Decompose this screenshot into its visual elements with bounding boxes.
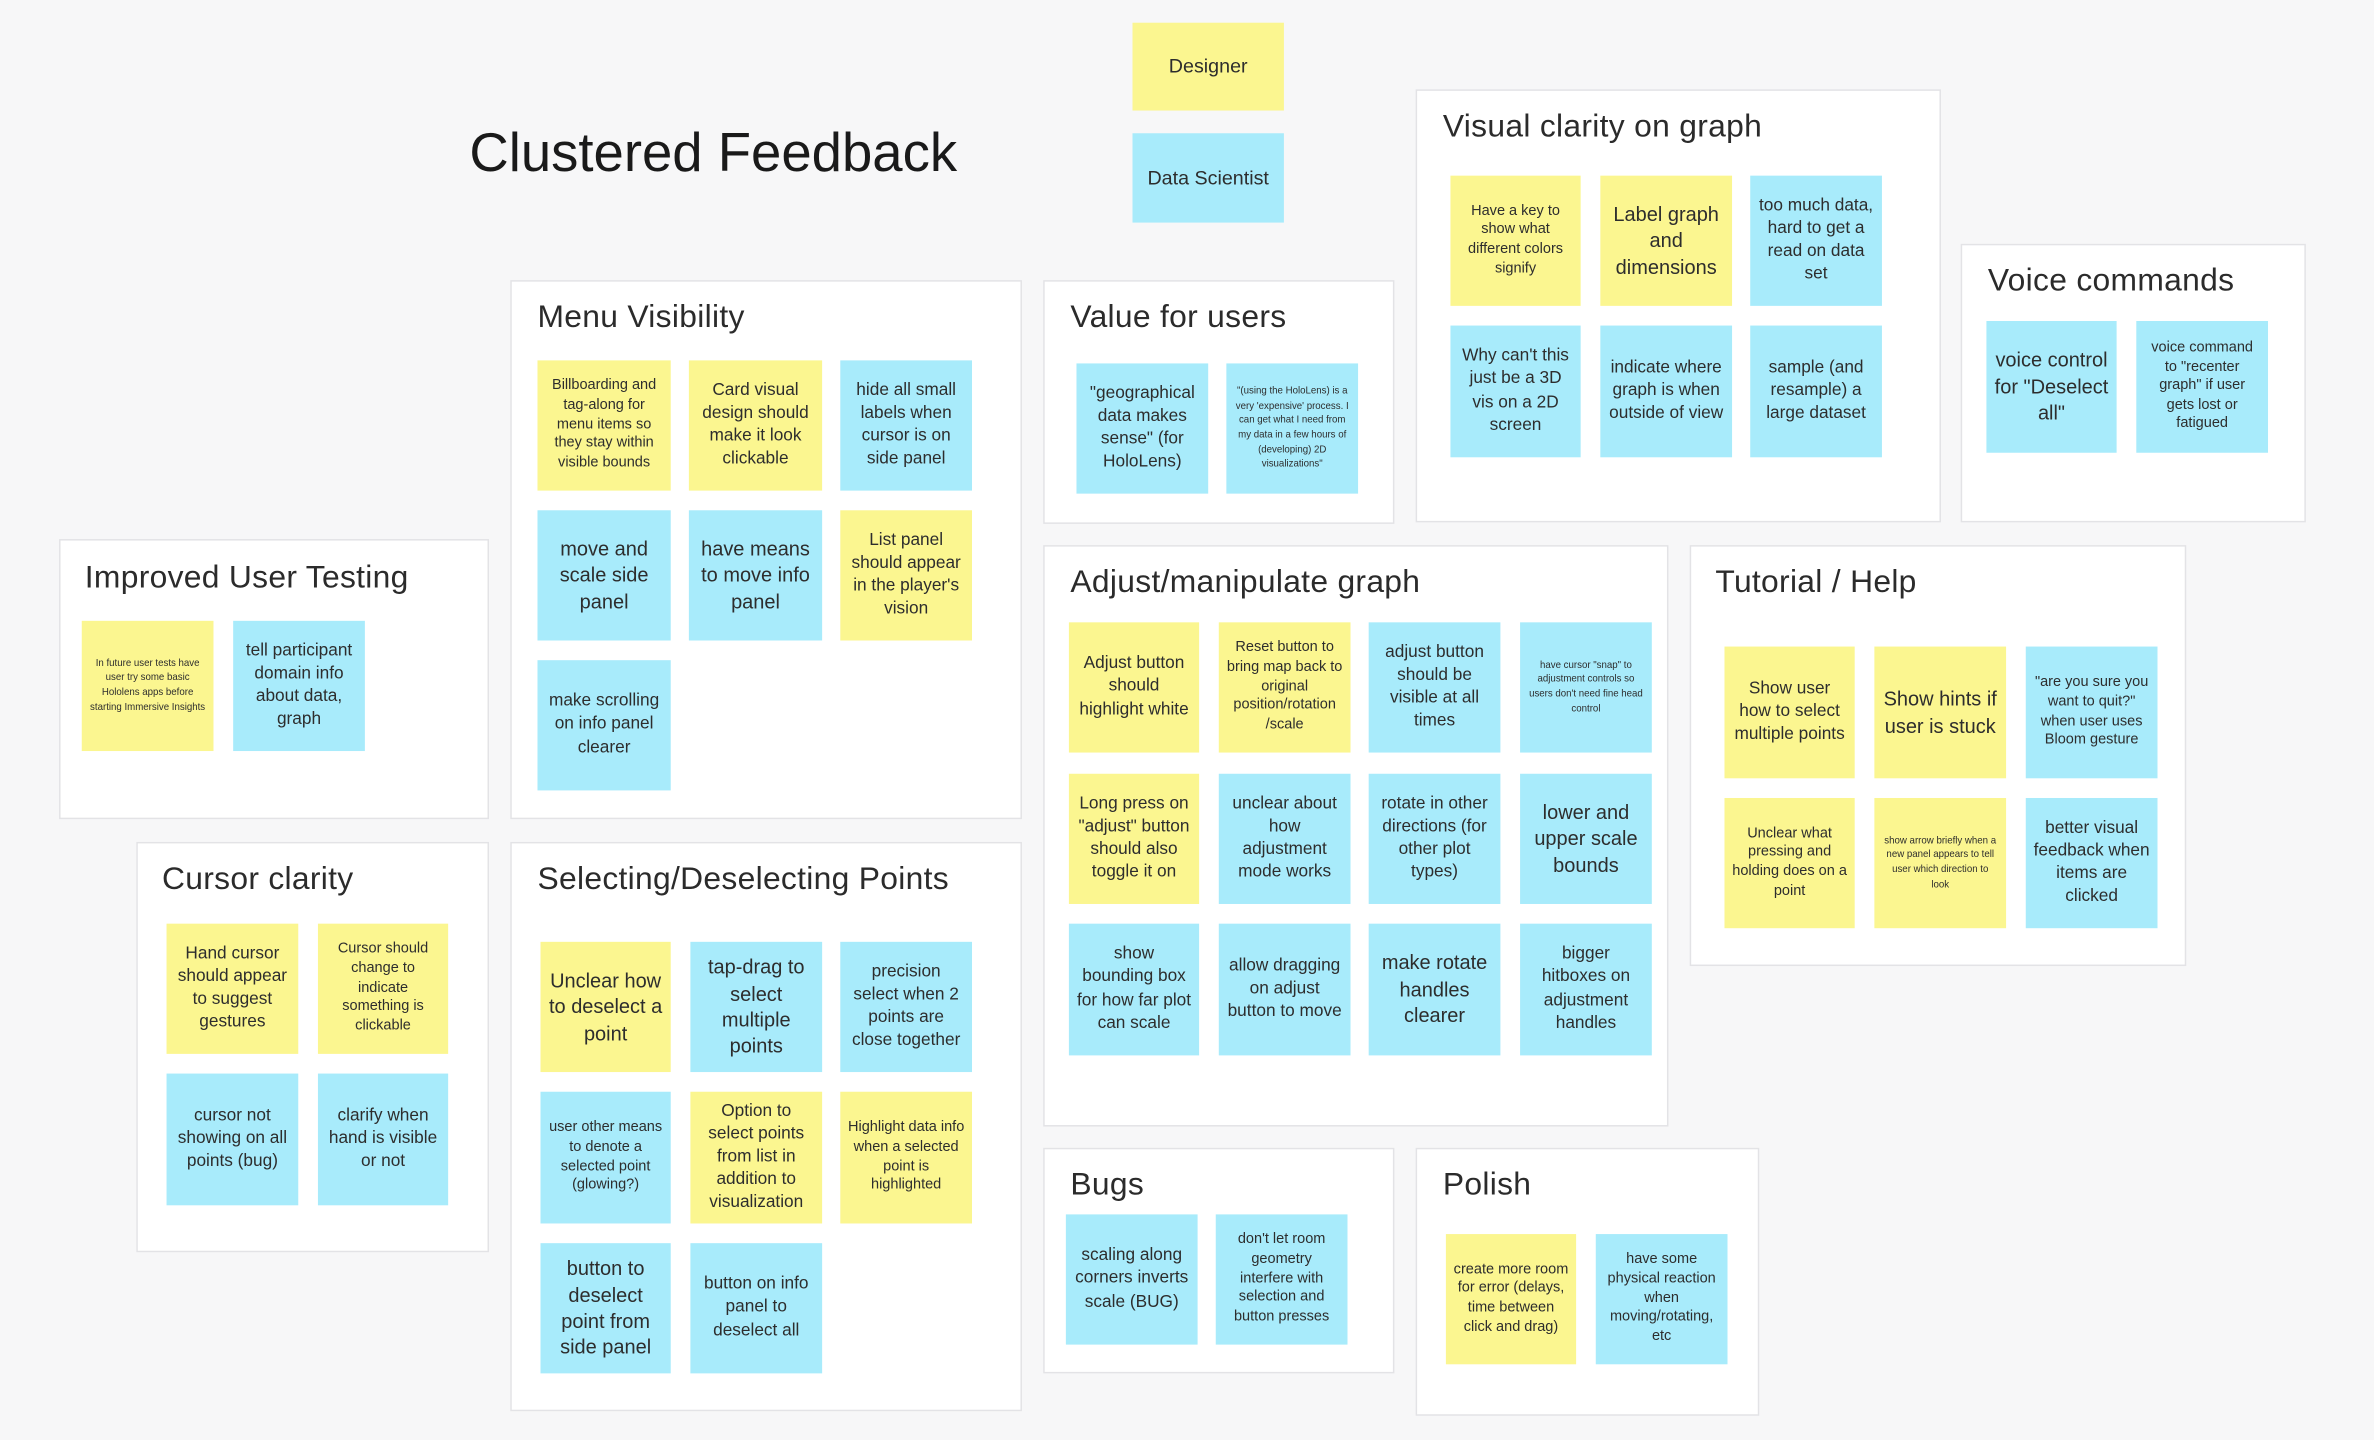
sticky-note[interactable]: adjust button should be visible at all t… [1368,622,1501,753]
sticky-note[interactable]: Unclear how to deselect a point [540,941,671,1073]
sticky-note[interactable]: too much data, hard to get a read on dat… [1750,175,1882,306]
sticky-note[interactable]: make rotate handles clearer [1368,923,1501,1056]
sticky-note[interactable]: better visual feedback when items are cl… [2025,797,2158,929]
cluster-title-menu-visibility: Menu Visibility [537,299,745,335]
cluster-title-cursor-clarity: Cursor clarity [162,861,354,897]
cluster-title-polish: Polish [1442,1167,1532,1203]
sticky-note[interactable]: hide all small labels when cursor is on … [840,360,973,491]
sticky-note[interactable]: Highlight data info when a selected poin… [840,1091,973,1224]
sticky-note[interactable]: clarify when hand is visible or not [317,1073,449,1206]
sticky-note[interactable]: indicate where graph is when outside of … [1600,325,1733,458]
cluster-title-adjust-manipulate-graph: Adjust/manipulate graph [1070,564,1421,600]
sticky-note[interactable]: tap-drag to select multiple points [690,941,823,1073]
cluster-title-selecting-deselecting-points: Selecting/Deselecting Points [537,861,949,897]
sticky-note[interactable]: sample (and resample) a large dataset [1750,325,1882,458]
sticky-note[interactable]: scaling along corners inverts scale (BUG… [1065,1214,1198,1345]
sticky-note[interactable]: "geographical data makes sense" (for Hol… [1076,363,1209,494]
sticky-note[interactable]: make scrolling on info panel clearer [537,660,671,791]
sticky-note[interactable]: Adjust button should highlight white [1068,622,1200,753]
sticky-note[interactable]: user other means to denote a selected po… [540,1091,671,1224]
sticky-note[interactable]: lower and upper scale bounds [1520,773,1652,904]
sticky-note[interactable]: Show hints if user is stuck [1874,646,2007,779]
sticky-note[interactable]: show bounding box for how far plot can s… [1068,923,1200,1056]
sticky-note[interactable]: move and scale side panel [537,510,671,641]
cluster-title-voice-commands: Voice commands [1987,263,2235,299]
sticky-note[interactable]: Long press on "adjust" button should als… [1068,773,1200,904]
cluster-title-tutorial-help: Tutorial / Help [1715,564,1917,600]
sticky-note[interactable]: Unclear what pressing and holding does o… [1724,797,1855,929]
board-title: Clustered Feedback [469,121,958,184]
sticky-note[interactable]: create more room for error (delays, time… [1445,1234,1577,1365]
cluster-title-bugs: Bugs [1070,1167,1145,1203]
sticky-note[interactable]: show arrow briefly when a new panel appe… [1874,797,2007,929]
sticky-note[interactable]: have cursor "snap" to adjustment control… [1520,622,1652,753]
sticky-note[interactable]: Cursor should change to indicate somethi… [317,923,449,1054]
legend-designer-note[interactable]: Designer [1132,22,1284,111]
sticky-note[interactable]: button to deselect point from side panel [540,1243,671,1374]
sticky-note[interactable]: button on info panel to deselect all [690,1243,823,1374]
sticky-note[interactable]: Hand cursor should appear to suggest ges… [166,923,299,1054]
sticky-note[interactable]: voice command to "recenter graph" if use… [2136,321,2269,453]
sticky-note[interactable]: rotate in other directions (for other pl… [1368,773,1501,904]
sticky-note[interactable]: have some physical reaction when moving/… [1595,1234,1728,1365]
sticky-note[interactable]: voice control for "Deselect all" [1986,321,2117,453]
sticky-note[interactable]: precision select when 2 points are close… [840,941,973,1073]
sticky-note[interactable]: Option to select points from list in add… [690,1091,823,1224]
sticky-note[interactable]: unclear about how adjustment mode works [1218,773,1351,904]
sticky-note[interactable]: cursor not showing on all points (bug) [166,1073,299,1206]
sticky-note[interactable]: List panel should appear in the player's… [840,510,973,641]
sticky-note[interactable]: bigger hitboxes on adjustment handles [1520,923,1652,1056]
legend-data-scientist-note[interactable]: Data Scientist [1132,133,1284,223]
sticky-note[interactable]: "are you sure you want to quit?" when us… [2025,646,2158,779]
cluster-title-improved-user-testing: Improved User Testing [84,560,409,596]
cluster-title-visual-clarity: Visual clarity on graph [1442,109,1763,144]
sticky-note[interactable]: "(using the HoloLens) is a very 'expensi… [1226,363,1359,494]
sticky-note[interactable]: Label graph and dimensions [1600,175,1733,306]
sticky-note[interactable]: Have a key to show what different colors… [1450,175,1581,306]
cluster-title-value-for-users: Value for users [1070,299,1287,335]
sticky-note[interactable]: Show user how to select multiple points [1724,646,1855,779]
sticky-note[interactable]: In future user tests have user try some … [81,620,214,752]
sticky-note[interactable]: Billboarding and tag-along for menu item… [537,360,671,491]
sticky-note[interactable]: Why can't this just be a 3D vis on a 2D … [1450,325,1581,458]
sticky-note[interactable]: tell participant domain info about data,… [233,620,365,752]
sticky-note[interactable]: Card visual design should make it look c… [688,360,823,491]
sticky-note[interactable]: don't let room geometry interfere with s… [1215,1214,1348,1345]
sticky-note[interactable]: have means to move info panel [688,510,823,641]
sticky-note[interactable]: allow dragging on adjust button to move [1218,923,1351,1056]
sticky-note[interactable]: Reset button to bring map back to origin… [1218,622,1351,753]
